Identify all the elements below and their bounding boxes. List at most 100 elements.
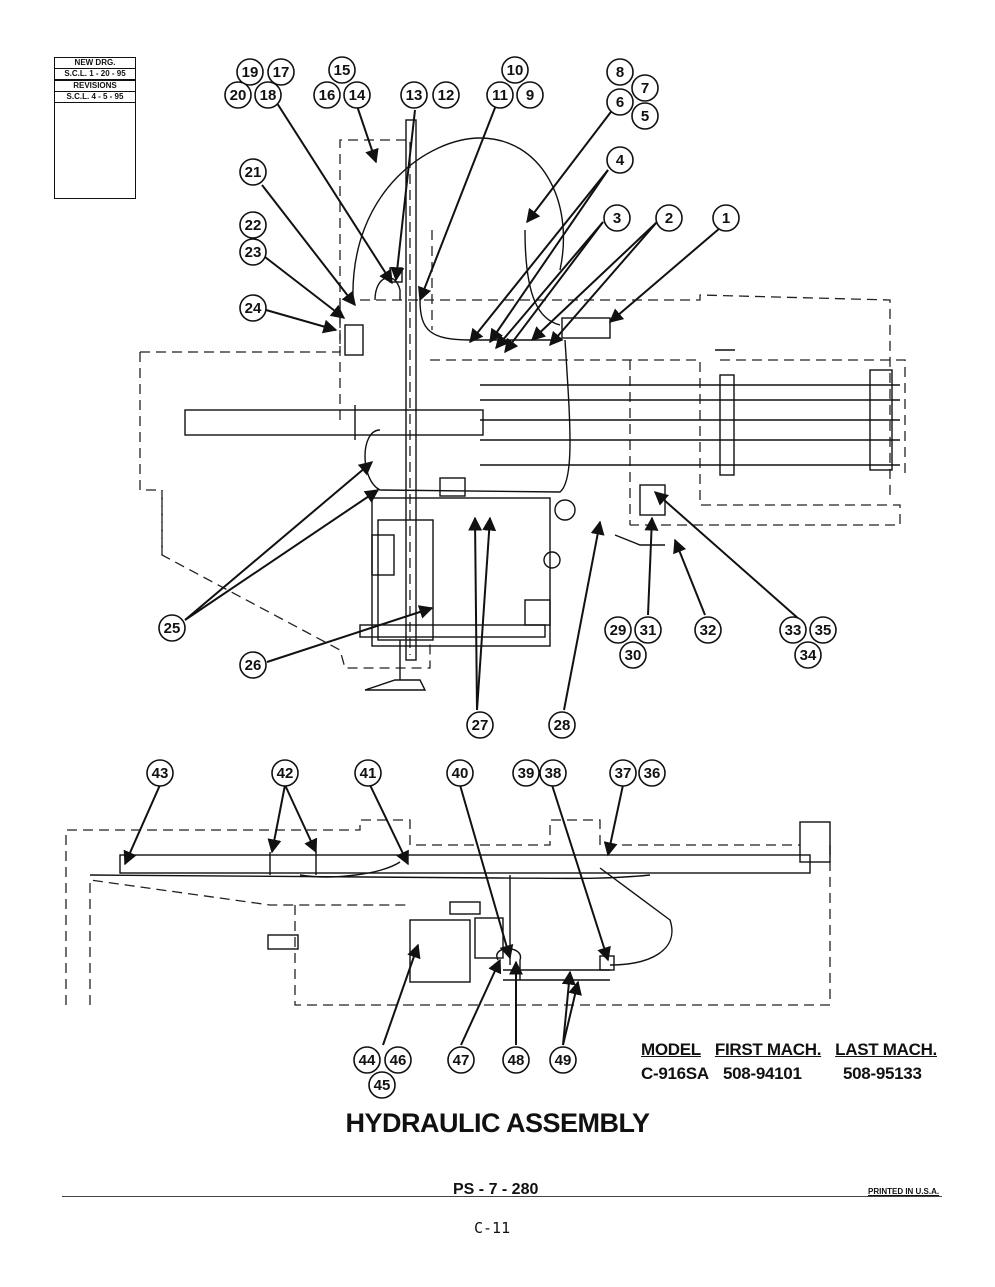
callout-circle-46 — [384, 1046, 412, 1074]
callout-circle-26 — [239, 651, 267, 679]
callout-label-46: 46 — [390, 1052, 407, 1069]
callout-label-32: 32 — [700, 622, 717, 639]
callout-label-47: 47 — [453, 1052, 470, 1069]
callout-label-1: 1 — [722, 210, 730, 227]
callout-label-28: 28 — [554, 717, 571, 734]
callout-circle-11 — [486, 81, 514, 109]
callout-circle-5 — [631, 102, 659, 130]
new-drg-label: NEW DRG. — [55, 58, 135, 69]
callout-circle-32 — [694, 616, 722, 644]
new-drg-date: S.C.L. 1 - 20 - 95 — [55, 69, 135, 81]
model-table: MODEL FIRST MACH. LAST MACH. C-916SA 508… — [641, 1040, 941, 1084]
callout-label-22: 22 — [245, 217, 262, 234]
callout-label-29: 29 — [610, 622, 627, 639]
callout-label-6: 6 — [616, 94, 624, 111]
callout-label-10: 10 — [507, 62, 524, 79]
page-number: C-11 — [474, 1219, 511, 1237]
callout-circle-25 — [158, 614, 186, 642]
callout-circle-34 — [794, 641, 822, 669]
printed-note: PRINTED IN U.S.A. — [868, 1187, 940, 1196]
machine-outline-top — [139, 139, 906, 669]
callout-label-5: 5 — [641, 108, 649, 125]
callout-label-18: 18 — [260, 87, 277, 104]
callout-label-12: 12 — [438, 87, 455, 104]
callout-label-34: 34 — [800, 647, 817, 664]
callout-label-8: 8 — [616, 64, 624, 81]
callout-circle-20 — [224, 81, 252, 109]
callout-circle-37 — [609, 759, 637, 787]
callout-label-3: 3 — [613, 210, 621, 227]
callout-label-20: 20 — [230, 87, 247, 104]
callout-label-33: 33 — [785, 622, 802, 639]
callout-circle-24 — [239, 294, 267, 322]
callout-label-9: 9 — [526, 87, 534, 104]
callout-label-44: 44 — [359, 1052, 376, 1069]
callout-label-42: 42 — [277, 765, 294, 782]
callout-circle-8 — [606, 58, 634, 86]
callout-circle-9 — [516, 81, 544, 109]
callout-circle-35 — [809, 616, 837, 644]
callout-circle-41 — [354, 759, 382, 787]
callout-circle-14 — [343, 81, 371, 109]
revisions-label: REVISIONS — [55, 81, 135, 92]
callout-circle-44 — [353, 1046, 381, 1074]
callout-circle-17 — [267, 58, 295, 86]
callout-circle-1 — [712, 204, 740, 232]
callout-label-38: 38 — [545, 765, 562, 782]
callout-circle-22 — [239, 211, 267, 239]
callout-label-14: 14 — [349, 87, 366, 104]
callout-label-11: 11 — [492, 87, 508, 104]
callout-label-49: 49 — [555, 1052, 572, 1069]
callout-label-27: 27 — [472, 717, 489, 734]
machine-frame-top — [184, 119, 900, 691]
callout-label-15: 15 — [334, 62, 351, 79]
callout-circle-42 — [271, 759, 299, 787]
callout-label-40: 40 — [452, 765, 469, 782]
first-mach-header: FIRST MACH. — [714, 1040, 822, 1059]
callout-circle-28 — [548, 711, 576, 739]
callout-circle-3 — [603, 204, 631, 232]
last-mach-value: 508-95133 — [843, 1064, 922, 1083]
machine-outline-side — [65, 819, 831, 1006]
callout-label-36: 36 — [644, 765, 661, 782]
callout-label-16: 16 — [319, 87, 336, 104]
callout-circle-2 — [655, 204, 683, 232]
page-title: HYDRAULIC ASSEMBLY — [345, 1108, 650, 1138]
callout-label-41: 41 — [360, 765, 377, 782]
callout-label-13: 13 — [406, 87, 423, 104]
machine-frame-side — [89, 821, 831, 983]
callout-circle-29 — [604, 616, 632, 644]
callout-circle-31 — [634, 616, 662, 644]
drawing-number: PS - 7 - 280 — [453, 1181, 539, 1198]
revision-box: NEW DRG. S.C.L. 1 - 20 - 95 REVISIONS S.… — [54, 57, 136, 199]
callout-circle-27 — [466, 711, 494, 739]
callout-circle-39 — [512, 759, 540, 787]
callout-label-7: 7 — [641, 80, 649, 97]
callout-label-37: 37 — [615, 765, 632, 782]
callout-circle-49 — [549, 1046, 577, 1074]
callout-label-39: 39 — [518, 765, 535, 782]
callout-label-48: 48 — [508, 1052, 525, 1069]
callout-circle-45 — [368, 1071, 396, 1099]
first-mach-value: 508-94101 — [723, 1064, 802, 1083]
callout-circle-43 — [146, 759, 174, 787]
callout-circle-48 — [502, 1046, 530, 1074]
callout-label-21: 21 — [245, 164, 262, 181]
divider — [62, 1196, 942, 1197]
callout-circle-19 — [236, 58, 264, 86]
callout-label-4: 4 — [616, 152, 625, 169]
callout-circle-36 — [638, 759, 666, 787]
callout-circle-38 — [539, 759, 567, 787]
callout-circle-18 — [254, 81, 282, 109]
callout-label-17: 17 — [273, 64, 290, 81]
callout-label-24: 24 — [245, 300, 262, 317]
callout-circle-21 — [239, 158, 267, 186]
model-value: C-916SA — [641, 1064, 709, 1083]
callout-label-30: 30 — [625, 647, 642, 664]
callout-circle-33 — [779, 616, 807, 644]
callout-circle-30 — [619, 641, 647, 669]
callout-circle-47 — [447, 1046, 475, 1074]
callout-label-31: 31 — [640, 622, 657, 639]
